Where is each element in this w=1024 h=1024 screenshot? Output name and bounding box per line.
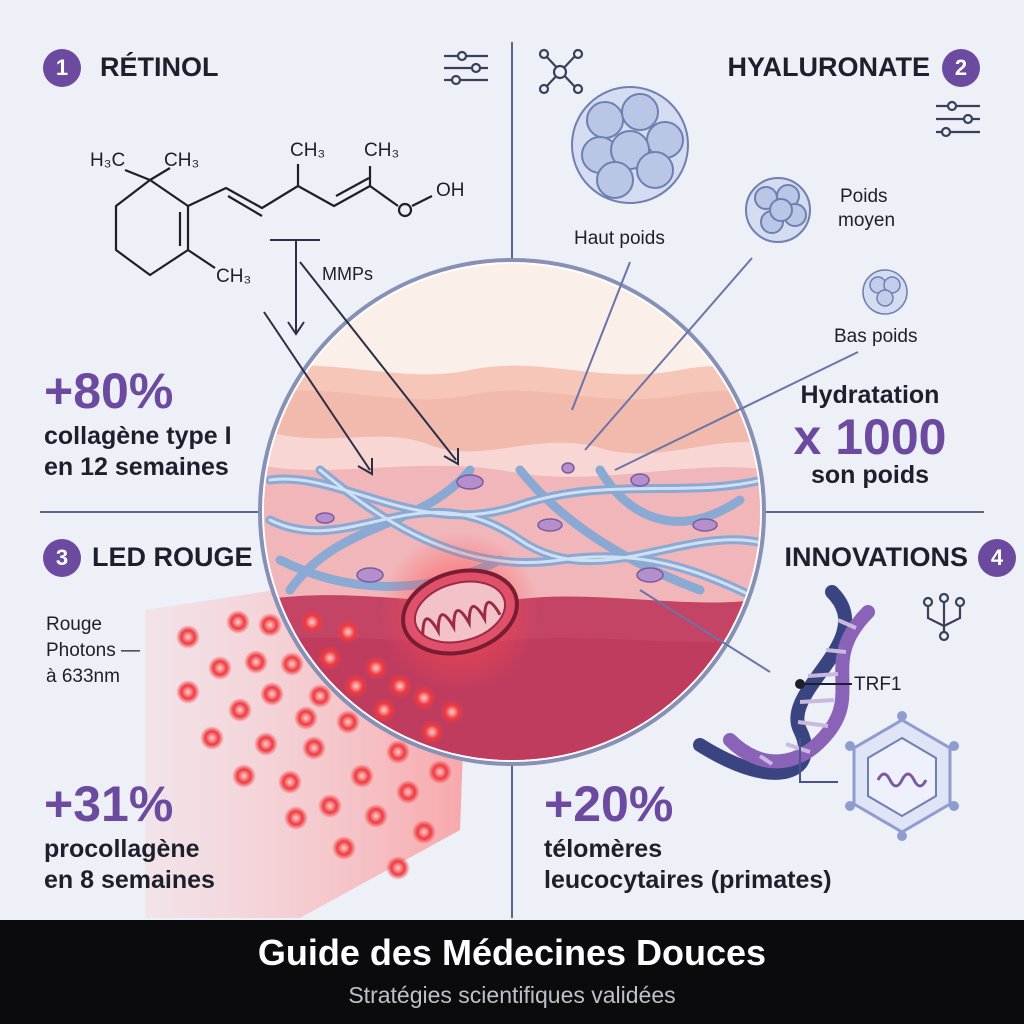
mol-label-ch3-b: CH₃	[290, 140, 326, 161]
hydration-sub: son poids	[810, 461, 930, 489]
hyaluronate-pointer-lines	[571, 257, 859, 471]
label-low-weight: Bas poids	[834, 326, 918, 347]
innovations-stat: +20%	[544, 776, 674, 832]
hyaluronate-heading: HYALURONATE	[727, 52, 930, 82]
led-label-line2: Photons —	[46, 640, 140, 661]
hydration-label: Hydratation	[800, 381, 940, 409]
retinol-heading: RÉTINOL	[100, 52, 219, 82]
mitochondrion	[401, 568, 519, 656]
mmp-arrows	[263, 239, 459, 476]
retinol-stat: +80%	[44, 363, 174, 419]
section-4-badge: 4	[978, 539, 1016, 577]
circuit-icon	[922, 592, 966, 642]
slider-icon-2	[936, 100, 980, 138]
mol-label-ch3-a: CH₃	[164, 150, 200, 171]
dna-helix	[639, 585, 875, 780]
fibroblast-cells	[315, 462, 718, 583]
hyaluronate-low	[862, 269, 908, 315]
mol-label-h3c: H₃C	[90, 150, 126, 171]
footer-bar	[0, 920, 1024, 1024]
led-label-line1: Rouge	[46, 614, 102, 635]
quadrant-dividers	[40, 42, 984, 918]
photon-dots	[176, 610, 464, 880]
label-mid-weight-line1: Poids	[840, 186, 888, 207]
led-stat-line1: procollagène	[44, 835, 200, 863]
innovations-heading: INNOVATIONS	[784, 542, 968, 572]
mol-label-ch3-c: CH₃	[364, 140, 400, 161]
hexagon-cell-icon	[799, 711, 959, 841]
led-label-line3: à 633nm	[46, 666, 120, 687]
section-1-badge: 1	[43, 49, 81, 87]
trf1-label: TRF1	[854, 674, 902, 695]
innovations-stat-line1: télomères	[544, 835, 663, 863]
mol-label-ch3-d: CH₃	[216, 266, 252, 287]
label-mid-weight-line2: moyen	[838, 210, 896, 231]
hydration-stat: x 1000	[793, 409, 947, 465]
led-stat: +31%	[44, 776, 174, 832]
retinol-stat-line2: en 12 semaines	[44, 453, 229, 481]
led-stat-line2: en 8 semaines	[44, 866, 215, 894]
retinol-molecule	[114, 164, 433, 277]
led-heading: LED ROUGE	[92, 542, 253, 572]
section-3-badge: 3	[43, 539, 81, 577]
slider-icon-1	[444, 50, 488, 86]
mol-label-oh: OH	[436, 180, 465, 201]
label-high-weight: Haut poids	[574, 228, 665, 249]
footer-title: Guide des Médecines Douces	[257, 932, 767, 973]
retinol-stat-line1: collagène type I	[44, 422, 232, 450]
innovations-stat-line2: leucocytaires (primates)	[544, 866, 832, 894]
mmps-label: MMPs	[322, 264, 373, 284]
footer-subtitle: Stratégies scientifiques validées	[348, 982, 676, 1008]
hyaluronate-high	[571, 86, 689, 204]
molecule-icon	[538, 48, 584, 95]
hyaluronate-mid	[745, 177, 811, 243]
section-2-badge: 2	[942, 49, 980, 87]
